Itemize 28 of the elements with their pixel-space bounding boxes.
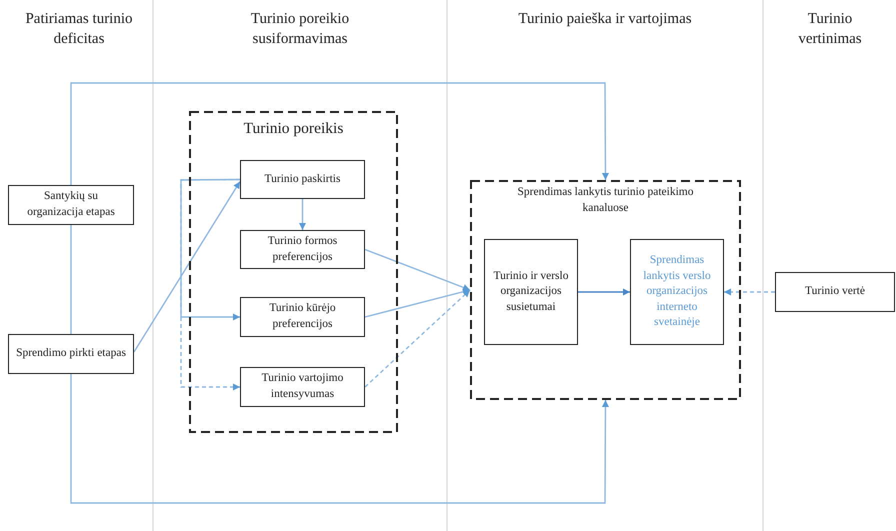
process-box: Turinio kūrėjo preferencijos: [240, 297, 365, 337]
process-box: Sprendimas lankytis verslo organizacijos interneto svetainėje: [630, 239, 724, 345]
arrow: [364, 288, 470, 318]
arrow: [299, 199, 306, 230]
arrow: [578, 288, 630, 296]
arrow: [180, 178, 240, 320]
arrow: [180, 178, 240, 390]
arrow: [364, 289, 470, 388]
arrow: [133, 181, 241, 352]
process-box: Sprendimo pirkti etapas: [8, 334, 134, 374]
column-heading: Turinio vertinimas: [797, 10, 863, 48]
process-box: Turinio paskirtis: [240, 160, 365, 199]
process-box: Turinio ir verslo organizacijos susietumai: [484, 239, 578, 345]
group-title: Turinio poreikis: [242, 119, 344, 139]
process-box: Santykių su organizacija etapas: [8, 185, 134, 225]
column-heading: Turinio poreikio susiformavimas: [250, 10, 350, 48]
process-box: Turinio formos preferencijos: [240, 230, 365, 269]
connector-line: [70, 225, 72, 334]
column-heading: Turinio paieška ir vartojimas: [517, 10, 693, 29]
process-box: Turinio vartojimo intensyvumas: [240, 367, 365, 407]
arrow: [70, 374, 609, 504]
group-title: Sprendimas lankytis turinio pateikimo kanaluose: [516, 185, 694, 216]
dashed-group-frame: [470, 180, 741, 400]
dashed-group-frame: [189, 111, 398, 433]
arrow: [724, 288, 775, 296]
arrow: [364, 248, 470, 291]
process-box: Turinio vertė: [775, 272, 895, 312]
column-heading: Patiriamas turinio deficitas: [24, 10, 134, 48]
